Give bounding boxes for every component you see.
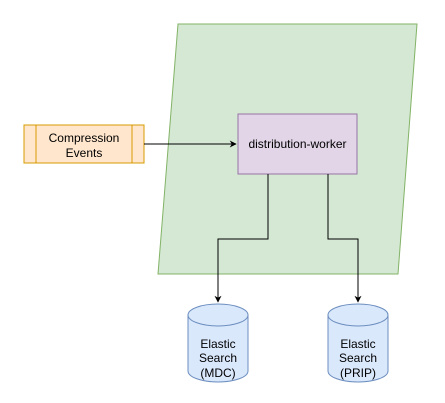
elastic-search-mdc-node[interactable]: Elastic Search (MDC) [187, 303, 249, 383]
compression-events-label-line-1: Compression [49, 131, 120, 145]
edge-worker-to-mdc [214, 174, 269, 303]
distribution-worker-label: distribution-worker [248, 137, 346, 151]
elastic-prip-label-line-1: Elastic [340, 337, 375, 351]
compression-events-label-line-2: Events [66, 146, 103, 160]
elastic-prip-label-line-2: Search [339, 351, 377, 365]
elastic-search-prip-node[interactable]: Elastic Search (PRIP) [327, 303, 389, 383]
distribution-worker-node[interactable]: distribution-worker [237, 113, 358, 175]
elastic-mdc-label-line-2: Search [199, 351, 237, 365]
elastic-mdc-label-line-3: (MDC) [200, 366, 235, 380]
compression-events-node[interactable]: Compression Events [23, 124, 145, 164]
elastic-prip-label-line-3: (PRIP) [340, 366, 376, 380]
edge-worker-to-prip [327, 174, 362, 303]
elastic-mdc-label-line-1: Elastic [200, 337, 235, 351]
